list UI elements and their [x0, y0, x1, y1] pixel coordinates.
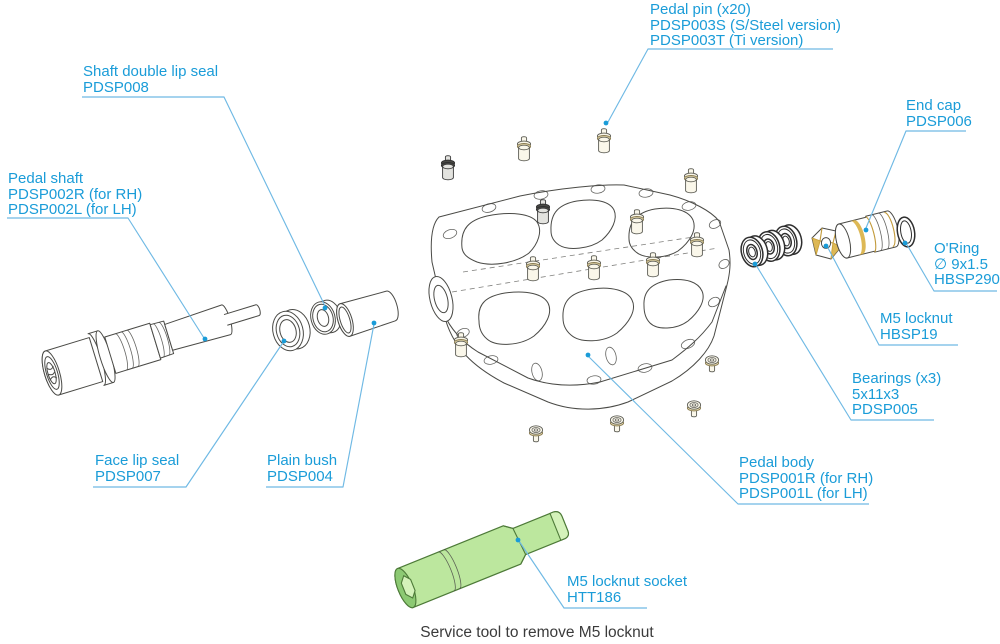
plain-bush-drawing: [336, 290, 399, 337]
label-line: End cap: [906, 97, 962, 114]
label-line: O'Ring: [934, 240, 980, 257]
label-line: PDSP001R (for RH): [739, 469, 874, 487]
label-line: Pedal shaft: [8, 170, 84, 187]
label-line: PDSP007: [95, 467, 161, 485]
label-line: Pedal pin (x20): [650, 1, 751, 18]
label-line: PDSP001L (for LH): [739, 485, 868, 503]
leader-lines: [7, 48, 997, 609]
label-line: PDSP004: [267, 467, 333, 485]
label-line: Face lip seal: [95, 452, 180, 469]
shaft-double-lip-seal-drawing: [310, 299, 342, 335]
label-line: M5 locknut: [880, 310, 953, 327]
label-pedal-pin: Pedal pin (x20) PDSP003S (S/Steel versio…: [650, 2, 841, 49]
label-line: PDSP003T (Ti version): [650, 32, 804, 50]
label-o-ring: O'Ring ∅ 9x1.5 HBSP290: [934, 241, 1000, 288]
label-line: PDSP006: [906, 112, 972, 130]
label-m5-locknut-socket: M5 locknut socket HTT186: [567, 574, 687, 605]
label-line: HTT186: [567, 588, 622, 606]
o-ring-drawing: [896, 216, 916, 248]
label-line: PDSP005: [852, 401, 918, 419]
label-line: PDSP002R (for RH): [8, 185, 143, 203]
label-m5-locknut: M5 locknut HBSP19: [880, 311, 953, 342]
label-line: M5 locknut socket: [567, 573, 688, 590]
label-line: HBSP290: [934, 271, 1000, 289]
m5-locknut-socket-drawing: [394, 511, 570, 609]
label-line: Plain bush: [267, 452, 338, 469]
label-pedal-shaft: Pedal shaft PDSP002R (for RH) PDSP002L (…: [8, 171, 142, 218]
label-end-cap: End cap PDSP006: [906, 98, 972, 129]
bearings-drawing: [740, 224, 803, 268]
label-line: PDSP003S (S/Steel version): [650, 16, 841, 34]
face-lip-seal-drawing: [272, 308, 311, 352]
label-line: Shaft double lip seal: [83, 63, 219, 80]
label-plain-bush: Plain bush PDSP004: [267, 453, 337, 484]
label-shaft-double-lip-seal: Shaft double lip seal PDSP008: [83, 64, 218, 95]
pedal-body-drawing: [428, 184, 731, 410]
label-line: 5x11x3: [852, 385, 900, 403]
label-pedal-body: Pedal body PDSP001R (for RH) PDSP001L (f…: [739, 455, 873, 502]
label-line: HBSP19: [880, 325, 938, 343]
end-cap-drawing: [834, 210, 900, 259]
label-line: Pedal body: [739, 454, 815, 471]
label-line: ∅ 9x1.5: [934, 255, 988, 273]
diagram-caption: Service tool to remove M5 locknut: [420, 624, 654, 641]
label-line: Bearings (x3): [852, 370, 942, 387]
label-bearings: Bearings (x3) 5x11x3 PDSP005: [852, 371, 941, 418]
label-line: PDSP002L (for LH): [8, 201, 137, 219]
pedal-shaft-drawing: [41, 304, 261, 396]
label-face-lip-seal: Face lip seal PDSP007: [95, 453, 179, 484]
label-line: PDSP008: [83, 78, 149, 96]
